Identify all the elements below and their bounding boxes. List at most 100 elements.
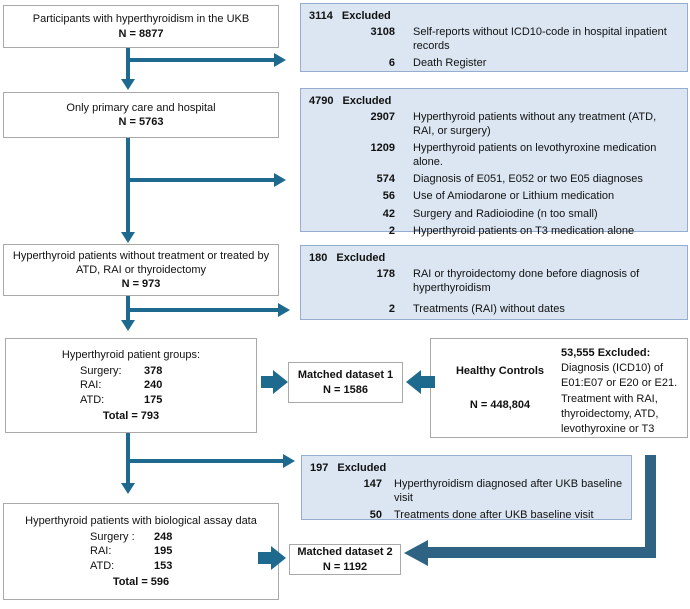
box-text: Only primary care and hospital (66, 101, 216, 114)
box-no-treatment-or-treated: Hyperthyroid patients without treatment … (3, 244, 279, 296)
box-healthy-controls: Healthy Controls N = 448,804 53,555 Excl… (430, 338, 688, 438)
item-count: 147 (363, 478, 382, 491)
item-text: Hyperthyroid patients on levothyroxine m… (413, 142, 657, 169)
item-text: Hyperthyroid patients without any treatm… (413, 111, 657, 138)
arrow-to-excluded-180-head-icon (278, 303, 290, 317)
excluded-count: 180 (309, 252, 328, 264)
box-text: Hyperthyroid patients without treatment … (12, 249, 270, 276)
item-count: 2907 (370, 111, 395, 124)
item-text: Hyperthyroid patients on T3 medication a… (413, 224, 635, 237)
group-label: Surgery: (80, 365, 122, 378)
excluded-header: 3114 Excluded (309, 9, 679, 23)
box-title: Hyperthyroid patient groups: (61, 348, 201, 361)
box-n: N = 1192 (322, 560, 368, 573)
group-row: RAI: 240 (80, 378, 182, 392)
excluded-box-3114: 3114 Excluded 3108 Self-reports without … (300, 3, 688, 72)
excluded-count: 197 (310, 462, 329, 474)
arrow-to-excluded-4790-head-icon (274, 173, 286, 187)
excluded-text: Diagnosis (ICD10) of E01:E07 or E20 or E… (561, 362, 678, 435)
connector-healthy-to-matched2-vertical (645, 455, 656, 558)
item-count: 56 (382, 190, 395, 203)
group-row: RAI: 195 (90, 544, 192, 558)
group-row: ATD: 153 (90, 559, 192, 573)
item-text: Death Register (413, 57, 487, 70)
excluded-box-4790: 4790 Excluded 2907 Hyperthyroid patients… (300, 88, 688, 237)
group-total: Total = 596 (112, 575, 170, 588)
box-title: Hyperthyroid patients with biological as… (25, 514, 257, 527)
group-label: ATD: (80, 393, 105, 406)
excluded-label: Excluded (341, 10, 391, 22)
item-text: Treatments (RAI) without dates (413, 303, 565, 316)
arrow-box3-to-box4-head-icon (121, 320, 135, 331)
arrow-to-excluded-3114-line (126, 58, 274, 62)
fat-arrow-healthy-to-matched1-head-icon (406, 370, 421, 394)
item-text: RAI or thyroidectomy done before diagnos… (413, 268, 640, 295)
excluded-header: 4790 Excluded (309, 94, 679, 108)
group-label: Surgery : (90, 531, 135, 544)
excluded-label: Excluded (336, 252, 386, 264)
excluded-count: 4790 (309, 95, 334, 107)
item-count: 42 (382, 207, 395, 220)
item-count: 2 (388, 224, 395, 237)
box-matched-dataset-2: Matched dataset 2 N = 1192 (289, 544, 401, 575)
arrow-box1-to-box2-line (126, 48, 130, 79)
excluded-item: 2907 Hyperthyroid patients without any t… (355, 110, 679, 138)
group-total: Total = 793 (102, 409, 160, 422)
item-text: Treatments done after UKB baseline visit (394, 509, 594, 522)
item-count: 3108 (370, 26, 395, 39)
excluded-item: 2 Treatments (RAI) without dates (355, 302, 679, 316)
group-rows: Surgery : 248 RAI: 195 ATD: 153 (90, 530, 192, 573)
arrow-box1-to-box2-head-icon (121, 79, 135, 90)
group-label: ATD: (90, 559, 115, 572)
excluded-items: 3108 Self-reports without ICD10-code in … (309, 25, 679, 70)
box-n: N = 448,804 (469, 399, 531, 411)
group-value: 195 (154, 545, 173, 558)
arrow-box2-to-box3-line (126, 138, 130, 232)
box-n: N = 973 (121, 278, 161, 291)
connector-healthy-to-matched2-head-icon (404, 540, 428, 566)
item-count: 1209 (370, 142, 395, 155)
item-text: Self-reports without ICD10-code in hospi… (413, 26, 667, 53)
group-label: RAI: (90, 545, 112, 558)
box-primary-care-hospital: Only primary care and hospital N = 5763 (3, 92, 279, 138)
group-row: Surgery : 248 (90, 530, 192, 544)
item-text: Use of Amiodarone or Lithium medication (413, 190, 615, 203)
fat-arrow-assay-to-matched2-head-icon (271, 546, 286, 570)
excluded-title: 53,555 Excluded: (561, 347, 651, 359)
fat-arrow-healthy-to-matched1-shaft (421, 376, 435, 388)
excluded-item: 2 Hyperthyroid patients on T3 medication… (355, 224, 679, 238)
item-count: 2 (388, 303, 395, 316)
excluded-item: 50 Treatments done after UKB baseline vi… (350, 508, 623, 522)
arrow-box2-to-box3-head-icon (121, 232, 135, 243)
excluded-count: 3114 (309, 10, 333, 22)
arrow-to-excluded-4790-line (126, 178, 274, 182)
group-value: 175 (144, 393, 163, 406)
box-title: Healthy Controls (455, 364, 544, 377)
item-count: 6 (388, 57, 395, 70)
excluded-box-180: 180 Excluded 178 RAI or thyroidectomy do… (300, 245, 688, 320)
healthy-controls-exclusions: 53,555 Excluded: Diagnosis (ICD10) of E0… (561, 344, 679, 435)
excluded-header: 197 Excluded (310, 461, 623, 475)
fat-arrow-assay-to-matched2-shaft (258, 552, 271, 564)
fat-arrow-groups-to-matched1-shaft (261, 376, 273, 388)
excluded-item: 3108 Self-reports without ICD10-code in … (355, 25, 679, 53)
box-matched-dataset-1: Matched dataset 1 N = 1586 (288, 362, 403, 403)
box-patient-groups: Hyperthyroid patient groups: Surgery: 37… (5, 338, 257, 433)
box-n: N = 8877 (118, 27, 164, 40)
group-row: ATD: 175 (80, 393, 182, 407)
group-row: Surgery: 378 (80, 364, 182, 378)
item-count: 178 (376, 268, 395, 281)
excluded-label: Excluded (337, 462, 387, 474)
excluded-item: 147 Hyperthyroidism diagnosed after UKB … (350, 477, 623, 505)
box-n: N = 5763 (118, 116, 164, 128)
arrow-to-excluded-180-line (126, 308, 278, 312)
arrow-to-excluded-197-line (126, 459, 283, 463)
healthy-controls-summary: Healthy Controls N = 448,804 (439, 344, 561, 432)
arrow-to-excluded-3114-head-icon (274, 53, 286, 67)
excluded-item: 574 Diagnosis of E051, E052 or two E05 d… (355, 172, 679, 186)
group-value: 153 (154, 559, 173, 572)
box-participants-ukb: Participants with hyperthyroidism in the… (3, 5, 279, 48)
fat-arrow-groups-to-matched1-head-icon (273, 370, 288, 394)
excluded-header: 180 Excluded (309, 251, 679, 265)
